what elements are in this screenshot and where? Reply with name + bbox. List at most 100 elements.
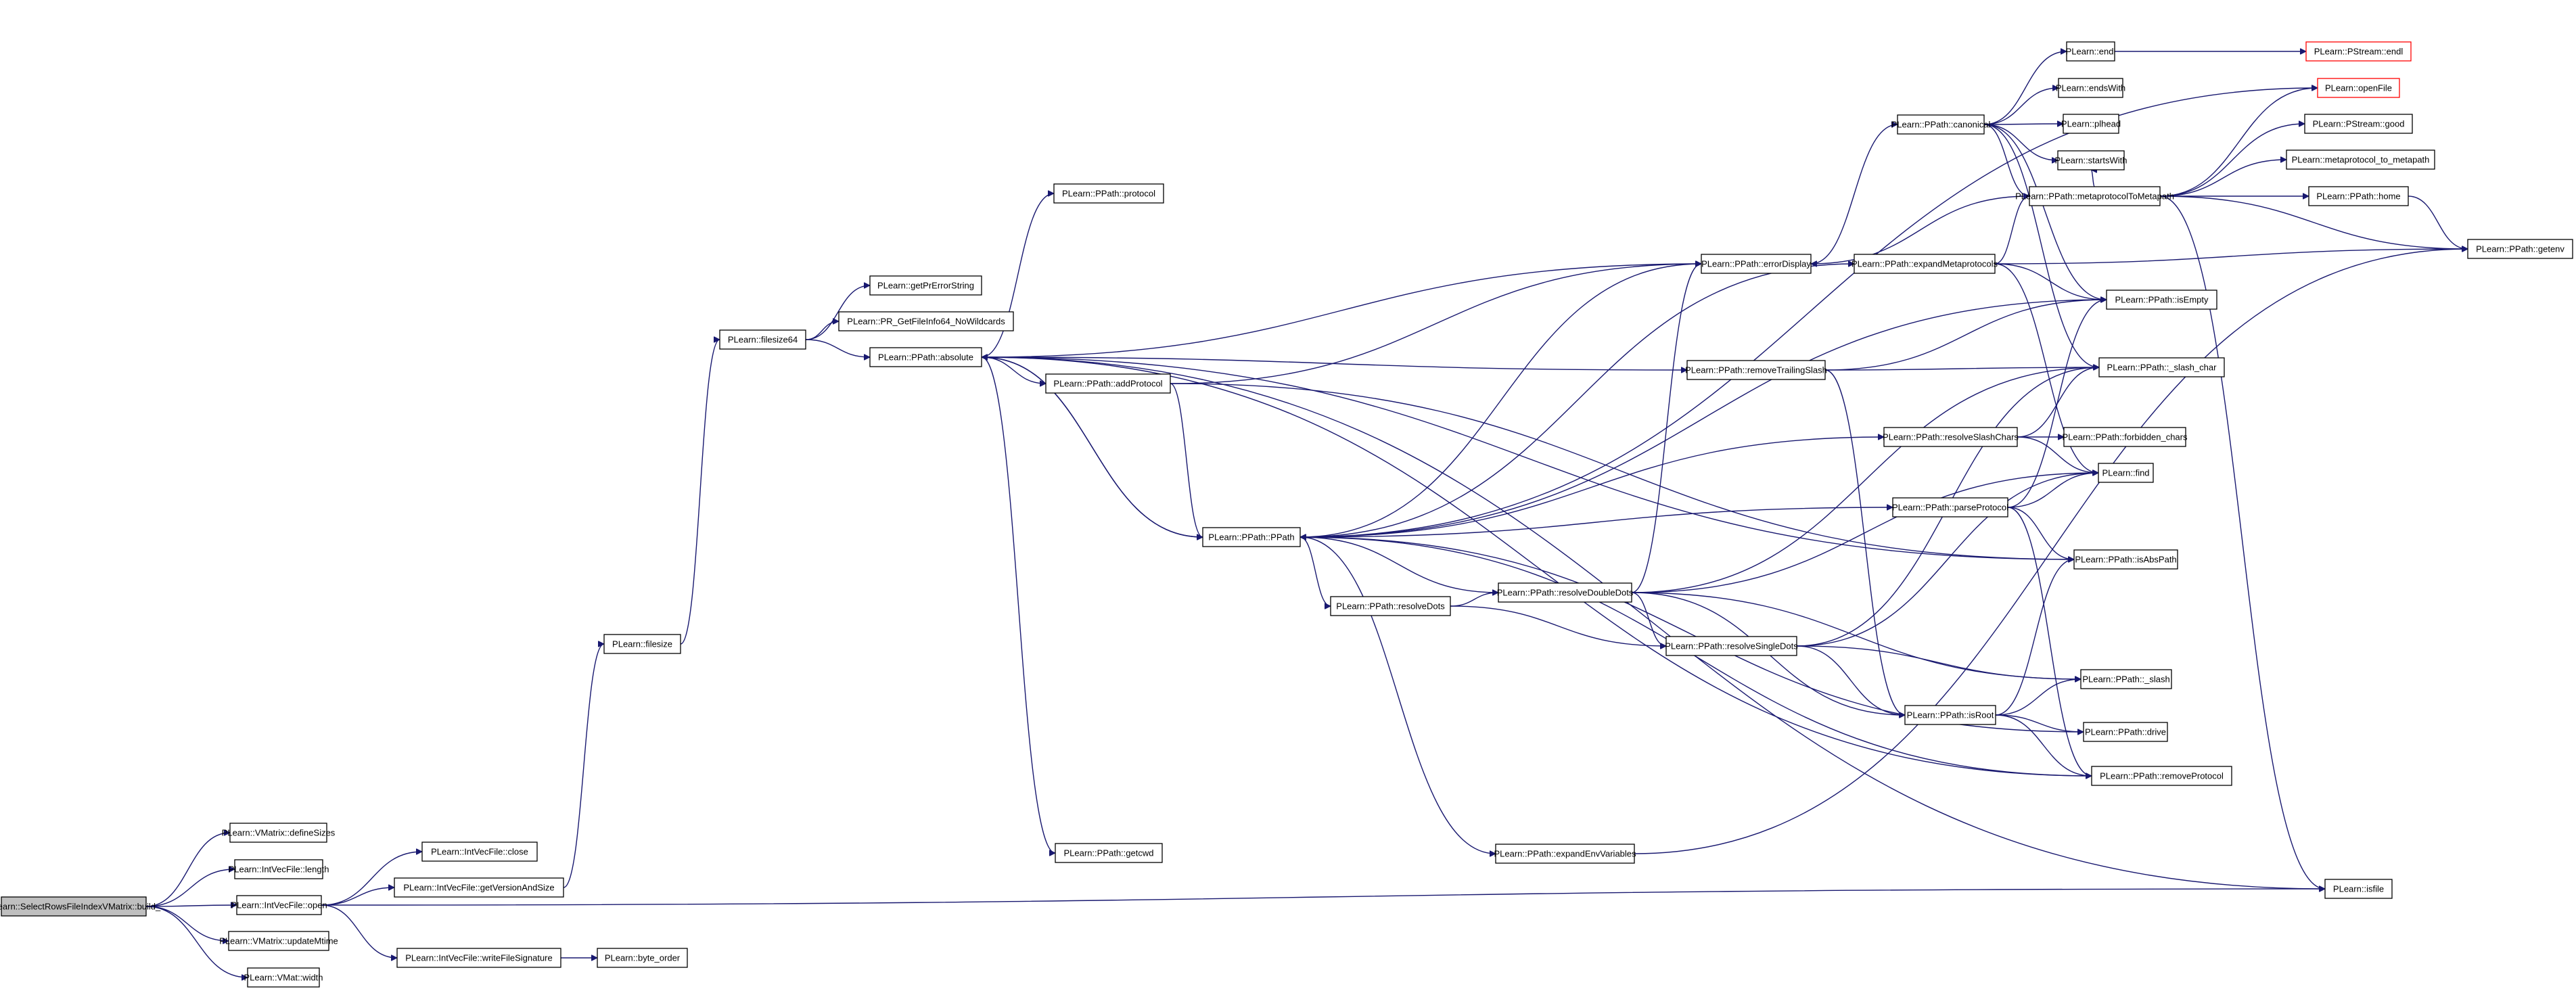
- node-label: PLearn::openFile: [2325, 83, 2392, 93]
- call-edge: [1824, 369, 1906, 715]
- function-node[interactable]: PLearn::PPath::removeProtocol: [2091, 766, 2232, 786]
- function-node[interactable]: PLearn::PPath::isAbsPath: [2073, 549, 2178, 570]
- function-node[interactable]: PLearn::IntVecFile::writeFileSignature: [396, 948, 561, 968]
- node-box: [2063, 427, 2186, 447]
- function-node[interactable]: PLearn::PPath::getenv: [2467, 239, 2573, 259]
- function-node[interactable]: PLearn::IntVecFile::length: [229, 859, 329, 879]
- call-edge: [1983, 124, 2058, 160]
- call-edge: [145, 833, 230, 907]
- call-edge: [2007, 507, 2074, 559]
- function-node[interactable]: PLearn::PPath::parseProtocol: [1892, 497, 2008, 517]
- function-node[interactable]: PLearn::PPath::PPath: [1202, 527, 1301, 547]
- function-node[interactable]: PLearn::PPath::errorDisplay: [1701, 254, 1812, 274]
- call-edge: [981, 356, 1687, 370]
- node-box: [2305, 41, 2412, 62]
- function-node[interactable]: PLearn::PPath::canonical: [1891, 114, 1991, 135]
- node-label: PLearn::PPath::drive: [2085, 727, 2166, 737]
- function-node[interactable]: PLearn::PPath::isEmpty: [2106, 290, 2217, 310]
- function-node[interactable]: PLearn::PPath::_slash: [2080, 669, 2172, 689]
- node-label: PLearn::PPath::getenv: [2476, 244, 2564, 254]
- function-node[interactable]: PLearn::PPath::removeTrailingSlash: [1685, 360, 1827, 380]
- function-node[interactable]: PLearn::PPath::resolveSingleDots: [1665, 636, 1798, 656]
- function-node[interactable]: PLearn::VMatrix::defineSizes: [222, 823, 336, 843]
- call-edge: [1796, 645, 1905, 715]
- call-edge: [1300, 507, 1893, 538]
- function-node[interactable]: PLearn::PPath::drive: [2083, 722, 2168, 742]
- function-node[interactable]: PLearn::PPath::_slash_char: [2098, 357, 2225, 377]
- node-label: PLearn::PPath::resolveSingleDots: [1665, 641, 1798, 651]
- node-box: [228, 931, 329, 951]
- function-node[interactable]: PLearn::PPath::addProtocol: [1045, 373, 1171, 394]
- function-node[interactable]: PLearn::find: [2098, 463, 2154, 483]
- node-box: [247, 967, 320, 988]
- function-node[interactable]: PLearn::startsWith: [2055, 150, 2128, 170]
- call-edge: [1994, 263, 2098, 473]
- function-node[interactable]: PLearn::PPath::resolveSlashChars: [1883, 427, 2019, 447]
- function-node[interactable]: PLearn::PPath::metaprotocolToMetapath: [2015, 186, 2174, 206]
- call-edge: [145, 905, 237, 906]
- node-box: [2286, 149, 2435, 170]
- call-edge: [1300, 437, 1884, 538]
- call-edge: [1995, 714, 2092, 776]
- function-node[interactable]: PLearn::isfile: [2324, 879, 2393, 899]
- node-box: [2066, 41, 2115, 62]
- node-label: PLearn::PPath::PPath: [1208, 532, 1294, 542]
- call-edge: [1300, 264, 1701, 538]
- function-node[interactable]: PLearn::PStream::endl: [2305, 41, 2412, 62]
- function-node[interactable]: PLearn::PStream::good: [2304, 114, 2413, 134]
- function-node[interactable]: PLearn::plhead: [2061, 114, 2121, 134]
- call-edge: [1810, 124, 1898, 264]
- function-node[interactable]: PLearn::PR_GetFileInfo64_NoWildcards: [838, 311, 1014, 331]
- function-node[interactable]: PLearn::PPath::getcwd: [1055, 843, 1163, 863]
- function-node[interactable]: PLearn::PPath::protocol: [1053, 183, 1164, 204]
- call-edge: [981, 356, 1056, 853]
- call-edge: [982, 357, 1203, 538]
- call-edge: [321, 904, 397, 958]
- function-node[interactable]: PLearn::filesize: [603, 634, 681, 654]
- function-node[interactable]: PLearn::byte_order: [597, 948, 688, 968]
- node-box: [2029, 186, 2161, 206]
- node-label: PLearn::find: [2102, 467, 2149, 478]
- node-label: PLearn::isfile: [2333, 883, 2384, 894]
- function-node[interactable]: PLearn::PPath::forbidden_chars: [2062, 427, 2188, 447]
- node-label: PLearn::IntVecFile::writeFileSignature: [405, 952, 553, 963]
- function-node[interactable]: PLearn::IntVecFile::close: [421, 842, 538, 862]
- node-label: PLearn::filesize: [612, 639, 672, 649]
- node-box: [2091, 766, 2232, 786]
- function-node[interactable]: PLearn::PPath::expandEnvVariables: [1494, 844, 1636, 864]
- call-edge: [1170, 264, 1701, 384]
- call-edge: [1994, 263, 2107, 300]
- root-function-node[interactable]: PLearn::SelectRowsFileIndexVMatrix::buil…: [0, 896, 161, 917]
- function-node[interactable]: PLearn::PPath::expandMetaprotocols: [1852, 254, 1998, 274]
- function-node[interactable]: PLearn::IntVecFile::getVersionAndSize: [394, 877, 564, 898]
- function-node[interactable]: PLearn::PPath::resolveDots: [1330, 596, 1451, 616]
- function-node[interactable]: PLearn::getPrErrorString: [869, 275, 982, 296]
- function-node[interactable]: PLearn::PPath::isRoot: [1904, 705, 1996, 725]
- function-node[interactable]: PLearn::IntVecFile::open: [231, 895, 327, 915]
- node-box: [1883, 427, 2018, 447]
- call-edge: [1300, 537, 2084, 733]
- function-node[interactable]: PLearn::endl: [2066, 41, 2116, 62]
- node-box: [236, 895, 322, 915]
- function-node[interactable]: PLearn::filesize64: [719, 329, 806, 350]
- node-label: PLearn::PR_GetFileInfo64_NoWildcards: [847, 316, 1005, 326]
- call-edge: [1631, 473, 2098, 593]
- call-edge: [805, 285, 870, 340]
- function-node[interactable]: PLearn::endsWith: [2056, 78, 2125, 98]
- function-node[interactable]: PLearn::PPath::home: [2308, 186, 2409, 206]
- node-label: PLearn::getPrErrorString: [877, 280, 974, 290]
- function-node[interactable]: PLearn::VMat::width: [244, 967, 323, 988]
- node-label: PLearn::IntVecFile::open: [231, 900, 327, 910]
- node-label: PLearn::VMat::width: [244, 972, 323, 982]
- call-edge: [981, 264, 1701, 358]
- function-node[interactable]: PLearn::VMatrix::updateMtime: [219, 931, 338, 951]
- call-edge: [1983, 88, 2058, 125]
- function-node[interactable]: PLearn::metaprotocol_to_metapath: [2286, 149, 2435, 170]
- node-label: PLearn::PPath::protocol: [1062, 188, 1155, 198]
- node-label: PLearn::filesize64: [728, 334, 798, 344]
- node-label: PLearn::PPath::addProtocol: [1053, 378, 1162, 388]
- function-node[interactable]: PLearn::PPath::resolveDoubleDots: [1497, 582, 1634, 603]
- function-node[interactable]: PLearn::PPath::absolute: [869, 347, 982, 367]
- function-node[interactable]: PLearn::openFile: [2317, 78, 2400, 98]
- node-label: PLearn::PPath::home: [2316, 191, 2400, 201]
